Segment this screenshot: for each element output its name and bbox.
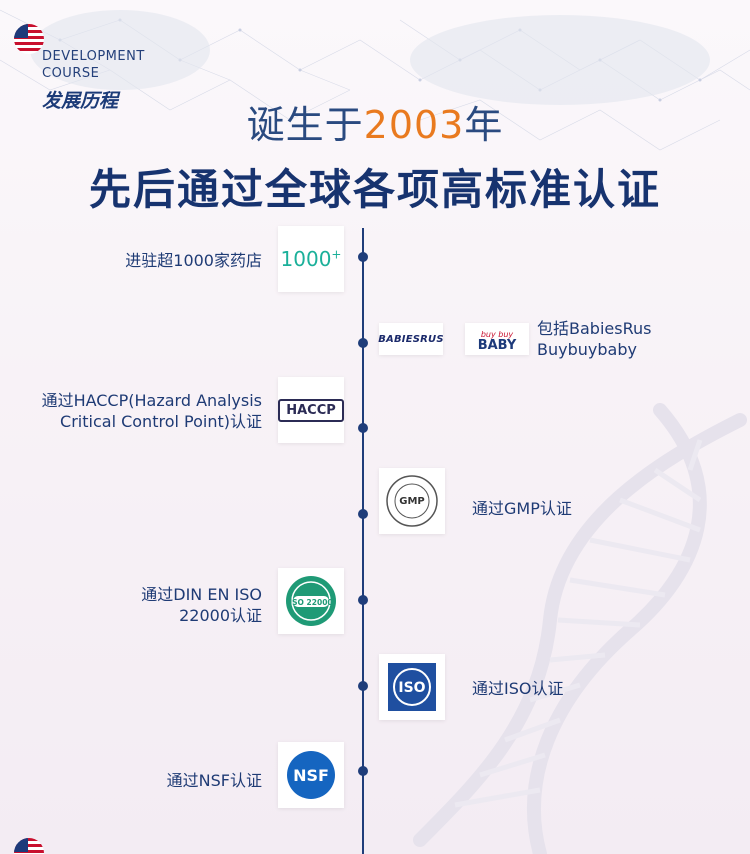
timeline-dot: [358, 595, 368, 605]
nsf-icon: NSF: [287, 751, 335, 799]
svg-text:BABY: BABY: [478, 338, 517, 351]
iso22000-seal-icon: ISO 22000: [286, 576, 336, 626]
haccp-logo-text: HACCP: [278, 398, 344, 422]
page-title: 先后通过全球各项高标准认证: [88, 165, 661, 214]
founded-year: 2003: [363, 103, 465, 147]
timeline-dot: [358, 681, 368, 691]
timeline-item-text: 通过NSF认证: [166, 771, 262, 790]
timeline-item-text: 通过DIN EN ISO 22000认证: [141, 585, 262, 625]
svg-text:ISO: ISO: [398, 680, 425, 696]
babiesrus-logo: BABIESRUS: [378, 323, 444, 355]
buybuybaby-logo: buy buy BABY: [465, 323, 529, 355]
haccp-logo: HACCP: [278, 377, 344, 443]
babiesrus-logo-text: BABIESRUS: [378, 333, 444, 345]
svg-text:GMP: GMP: [399, 496, 425, 507]
svg-text:ISO 22000: ISO 22000: [289, 598, 332, 607]
pharmacy-1000-logo: 1000+: [278, 226, 344, 292]
timeline-dot: [358, 766, 368, 776]
buybuybaby-logo-graphic: buy buy BABY: [478, 330, 517, 351]
gmp-logo: GMP: [379, 468, 445, 534]
iso-logo: ISO: [379, 654, 445, 720]
timeline-dot: [358, 509, 368, 519]
dna-helix-decoration: [413, 403, 747, 854]
iso-icon: ISO: [388, 663, 436, 711]
timeline-item-text: 包括BabiesRus Buybuybaby: [537, 319, 652, 359]
nsf-logo: NSF: [278, 742, 344, 808]
timeline-item-text: 通过GMP认证: [472, 499, 572, 518]
timeline-dot: [358, 423, 368, 433]
founded-title: 诞生于2003年: [0, 94, 750, 149]
timeline-item-text: 通过HACCP(Hazard Analysis Critical Control…: [41, 391, 262, 431]
us-flag-icon: [14, 838, 44, 854]
us-flag-icon: [14, 24, 44, 54]
iso22000-logo: ISO 22000: [278, 568, 344, 634]
timeline-item-text: 进驻超1000家药店: [125, 251, 262, 270]
founded-prefix: 诞生于: [246, 103, 364, 147]
timeline-item-text: 通过ISO认证: [472, 679, 564, 698]
svg-text:buy buy: buy buy: [481, 330, 514, 339]
timeline-dot: [358, 338, 368, 348]
logo-1000-text: 1000+: [280, 247, 342, 271]
founded-suffix: 年: [464, 103, 504, 147]
svg-text:NSF: NSF: [293, 766, 329, 785]
development-course-cn: 发展历程: [42, 90, 119, 112]
gmp-seal-icon: GMP: [386, 475, 438, 527]
timeline-axis: [362, 228, 364, 854]
development-course-label: DEVELOPMENT COURSE: [42, 49, 145, 81]
timeline-dot: [358, 252, 368, 262]
